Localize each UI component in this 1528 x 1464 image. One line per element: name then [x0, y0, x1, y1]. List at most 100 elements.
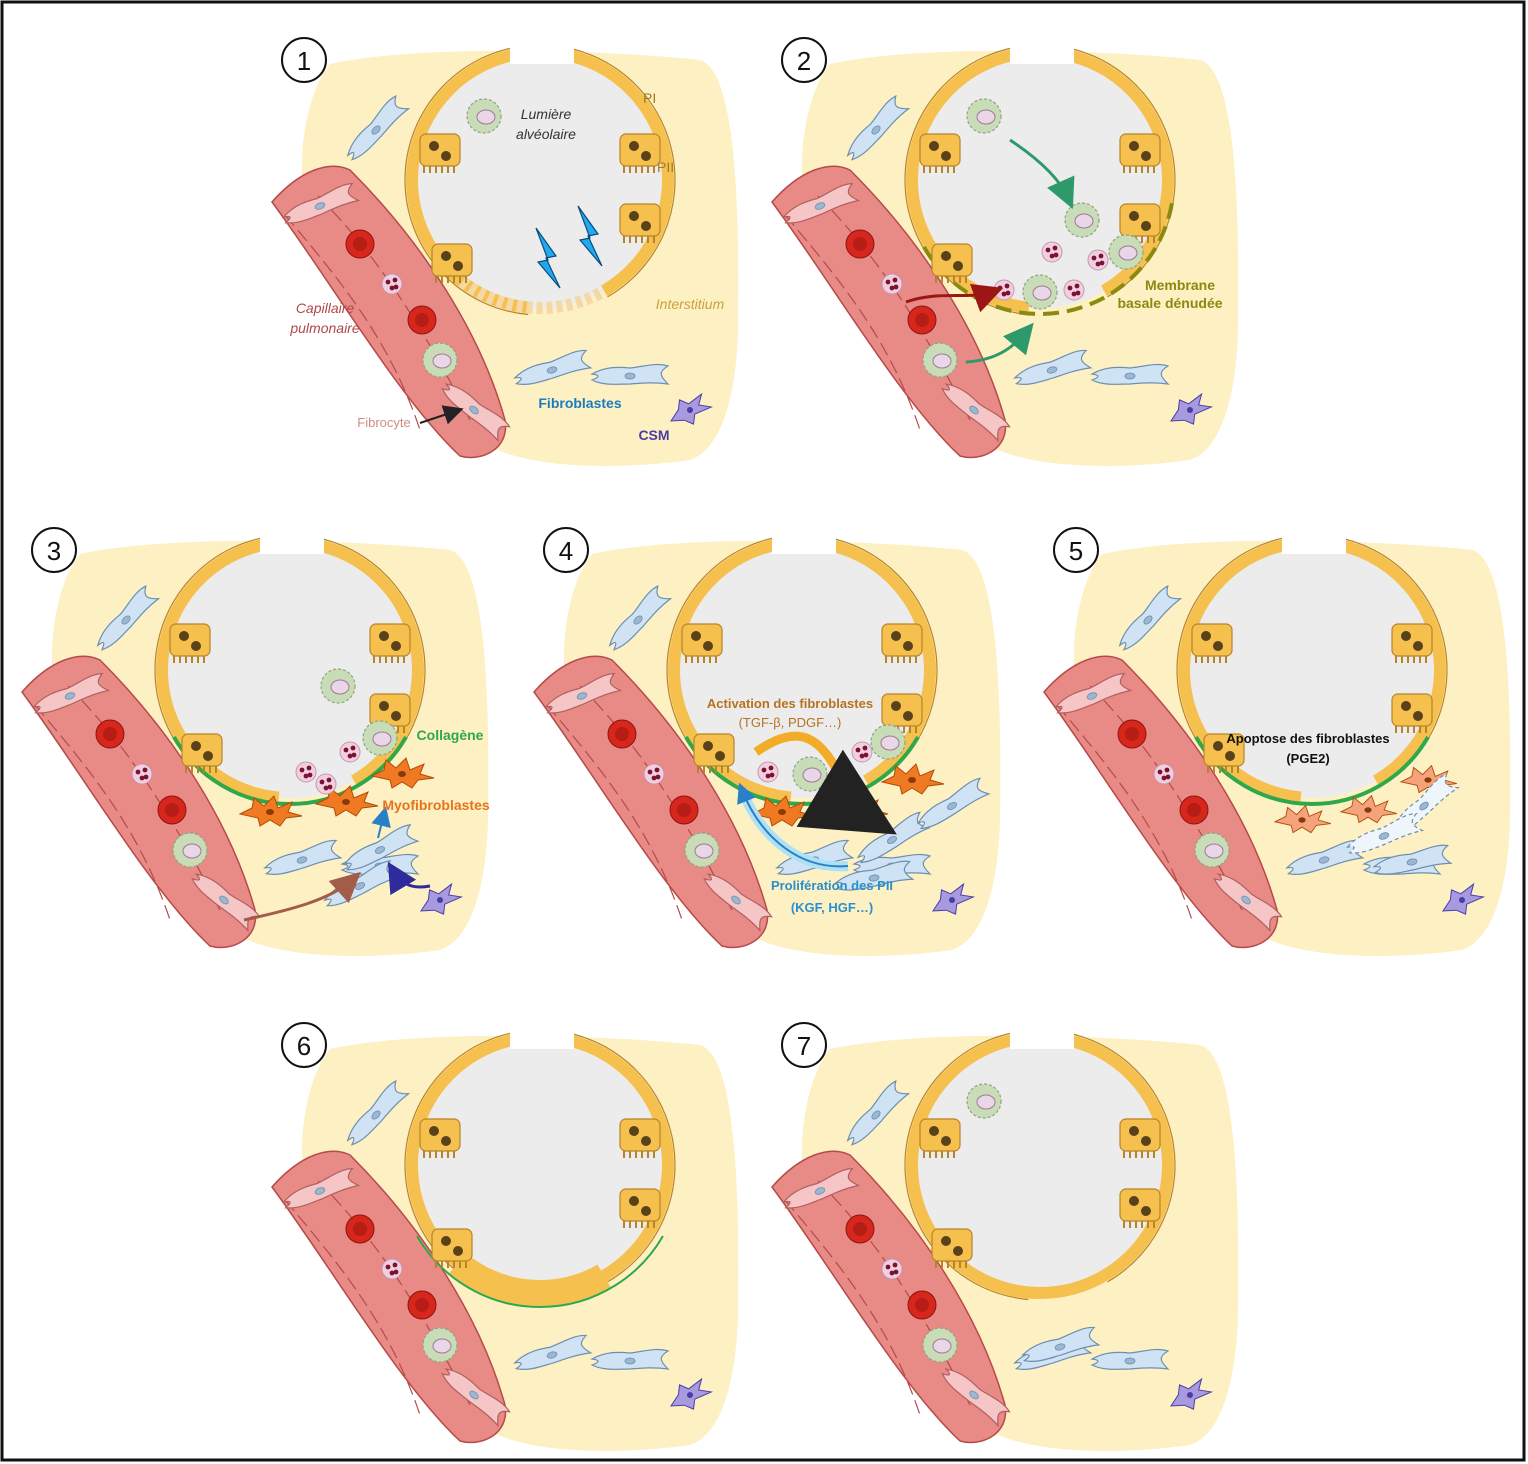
macrophage	[923, 343, 957, 377]
erythrocyte	[96, 720, 124, 748]
neutrophil-lobe	[856, 748, 861, 753]
label-apoptosis-2: (PGE2)	[1286, 751, 1329, 766]
neutrophil-lobe	[890, 1271, 895, 1276]
pii-granule	[429, 141, 439, 151]
pii-granule	[453, 261, 463, 271]
neutrophil-lobe	[393, 1263, 398, 1268]
macrophage	[685, 833, 719, 867]
myofibroblast-nucleus	[398, 771, 406, 777]
panel-number-text: 6	[297, 1031, 311, 1061]
neutrophil-lobe	[1162, 776, 1167, 781]
neutrophil-lobe	[1099, 254, 1104, 259]
fibroblast-nucleus	[1125, 373, 1135, 379]
neutrophil-body	[852, 742, 872, 762]
pii-granule	[1213, 741, 1223, 751]
pii-granule	[703, 641, 713, 651]
pii-body	[620, 204, 660, 236]
neutrophil-body	[994, 280, 1014, 300]
pii-granule	[1401, 701, 1411, 711]
fibroblast-nucleus	[625, 373, 635, 379]
pii-body	[420, 134, 460, 166]
panel-number: 2	[782, 38, 826, 82]
label-membrane-1: Membrane	[1145, 277, 1215, 293]
neutrophil-lobe	[1054, 253, 1059, 258]
panel-number: 5	[1054, 528, 1098, 572]
pii-granule	[1141, 1136, 1151, 1146]
erythrocyte-center	[615, 727, 629, 741]
macrophage-nucleus	[933, 354, 951, 368]
pii-granule	[1201, 631, 1211, 641]
erythrocyte-center	[415, 313, 429, 327]
neutrophil-lobe	[1158, 770, 1163, 775]
pii-body	[432, 1229, 472, 1261]
neutrophil	[852, 742, 872, 762]
neutrophil-lobe	[1046, 248, 1051, 253]
pii-granule	[429, 1126, 439, 1136]
pii-body	[1192, 624, 1232, 656]
macrophage-nucleus	[433, 354, 451, 368]
pii-body	[932, 244, 972, 276]
neutrophil-lobe	[886, 280, 891, 285]
macrophage	[363, 721, 397, 755]
erythrocyte	[908, 306, 936, 334]
pii-granule	[441, 251, 451, 261]
macrophage-nucleus	[1205, 844, 1223, 858]
fibroblast-nucleus	[625, 1358, 635, 1364]
pii-granule	[941, 151, 951, 161]
label-proliferation-2: (KGF, HGF…)	[791, 900, 873, 915]
panel-number-text: 2	[797, 46, 811, 76]
alveolar-duct	[260, 530, 324, 554]
neutrophil-lobe	[1053, 246, 1058, 251]
pii-granule	[629, 1126, 639, 1136]
alveolar-macrophage	[967, 1084, 1001, 1118]
macrophage	[1065, 203, 1099, 237]
pii-granule	[629, 1196, 639, 1206]
neutrophil-body	[1154, 764, 1174, 784]
macrophage	[871, 725, 905, 759]
alveolar-macrophage	[467, 99, 501, 133]
pii-body	[170, 624, 210, 656]
pii-granule	[941, 251, 951, 261]
panel-number: 6	[282, 1023, 326, 1067]
neutrophil-lobe	[1006, 291, 1011, 296]
neutrophil	[132, 764, 152, 784]
neutrophil-lobe	[1068, 286, 1073, 291]
pii-granule	[641, 1136, 651, 1146]
pii-body	[682, 624, 722, 656]
neutrophil-body	[1088, 250, 1108, 270]
macrophage	[1195, 833, 1229, 867]
erythrocyte	[846, 1215, 874, 1243]
neutrophil-lobe	[770, 773, 775, 778]
pii-granule	[1141, 1206, 1151, 1216]
pii-body	[1120, 1119, 1160, 1151]
erythrocyte-center	[677, 803, 691, 817]
pii-body	[1392, 624, 1432, 656]
pii-granule	[391, 711, 401, 721]
label-membrane-2: basale dénudée	[1117, 295, 1222, 311]
label-activation-1: Activation des fibroblastes	[707, 696, 873, 711]
erythrocyte	[1180, 796, 1208, 824]
neutrophil-lobe	[1075, 284, 1080, 289]
neutrophil	[644, 764, 664, 784]
pii-granule	[903, 711, 913, 721]
erythrocyte-center	[1125, 727, 1139, 741]
panel-2: 2	[772, 38, 1238, 466]
label-interstitium: Interstitium	[656, 296, 725, 312]
pii-granule	[379, 701, 389, 711]
alveolar-duct	[510, 1025, 574, 1049]
neutrophil-lobe	[300, 768, 305, 773]
pii-granule	[1413, 641, 1423, 651]
neutrophil-lobe	[320, 780, 325, 785]
neutrophil-body	[882, 1259, 902, 1279]
neutrophil-lobe	[386, 1265, 391, 1270]
pii-granule	[203, 751, 213, 761]
myofibroblast-nucleus	[1298, 817, 1305, 822]
pii-body	[1120, 1189, 1160, 1221]
erythrocyte	[346, 1215, 374, 1243]
neutrophil-body	[382, 274, 402, 294]
erythrocyte-center	[415, 1298, 429, 1312]
pii-granule	[941, 1236, 951, 1246]
panel-6: 6	[272, 1023, 738, 1451]
pii-granule	[641, 1206, 651, 1216]
neutrophil	[382, 274, 402, 294]
